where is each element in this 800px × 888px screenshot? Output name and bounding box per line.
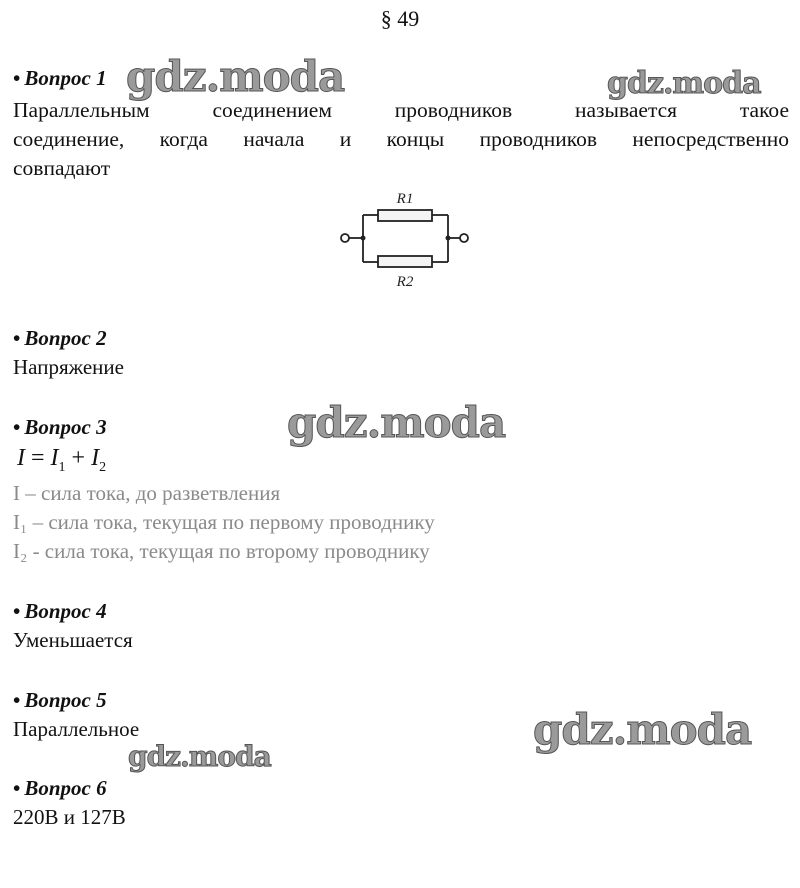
formula-sub-1: 1 xyxy=(58,459,66,475)
formula-plus: + xyxy=(71,445,86,471)
question-2-answer: Напряжение xyxy=(13,355,124,379)
current-formula: I = I1 + I2 xyxy=(17,445,106,476)
watermark: gdz.moda xyxy=(128,740,273,774)
note-line: I₂ - сила тока, текущая по второму прово… xyxy=(13,539,430,563)
formula-equals: = xyxy=(31,445,45,471)
question-3-heading: •Вопрос 3 xyxy=(13,415,107,440)
bullet-icon: • xyxy=(13,326,21,350)
answer-line: Параллельным соединением проводников наз… xyxy=(13,98,789,122)
question-6-heading: •Вопрос 6 xyxy=(13,776,107,801)
question-5-answer: Параллельное xyxy=(13,717,140,741)
note-line: I₁ – сила тока, текущая по первому прово… xyxy=(13,510,435,534)
formula-term-2: I xyxy=(91,445,100,471)
formula-lhs: I xyxy=(17,445,25,471)
watermark: gdz.moda xyxy=(286,398,506,448)
question-2-label: Вопрос 2 xyxy=(24,326,107,350)
bullet-icon: • xyxy=(13,66,21,90)
question-2-heading: •Вопрос 2 xyxy=(13,326,107,351)
note-line: I – сила тока, до разветвления xyxy=(13,481,281,505)
formula-sub-2: 2 xyxy=(99,459,107,475)
watermark: gdz.moda xyxy=(532,705,752,755)
right-terminal xyxy=(459,233,469,243)
left-junction xyxy=(360,235,366,241)
question-6-answer: 220В и 127В xyxy=(13,805,126,829)
question-5-label: Вопрос 5 xyxy=(24,688,107,712)
question-1-answer: Параллельным соединением проводников наз… xyxy=(13,96,789,183)
resistor-r1 xyxy=(377,209,433,222)
question-1-heading: •Вопрос 1 xyxy=(13,66,107,91)
answer-line: совпадают xyxy=(13,156,111,180)
bullet-icon: • xyxy=(13,776,21,800)
left-terminal xyxy=(340,233,350,243)
bullet-icon: • xyxy=(13,415,21,439)
answer-line: соединение, когда начала и концы проводн… xyxy=(13,127,789,151)
r2-label: R2 xyxy=(396,274,414,290)
question-4-heading: •Вопрос 4 xyxy=(13,599,107,624)
resistor-r2 xyxy=(377,255,433,268)
question-1-label: Вопрос 1 xyxy=(24,66,107,90)
section-title: § 49 xyxy=(380,6,420,31)
watermark: gdz.moda xyxy=(125,52,345,102)
question-4-label: Вопрос 4 xyxy=(24,599,107,623)
bullet-icon: • xyxy=(13,599,21,623)
question-3-label: Вопрос 3 xyxy=(24,415,107,439)
question-5-heading: •Вопрос 5 xyxy=(13,688,107,713)
question-6-label: Вопрос 6 xyxy=(24,776,107,800)
formula-term-1: I xyxy=(50,445,59,471)
question-4-answer: Уменьшается xyxy=(13,628,133,652)
right-junction xyxy=(445,235,451,241)
watermark: gdz.moda xyxy=(607,66,763,102)
parallel-circuit-diagram: R1 R2 xyxy=(340,191,469,290)
bullet-icon: • xyxy=(13,688,21,712)
r1-label: R1 xyxy=(396,191,414,207)
